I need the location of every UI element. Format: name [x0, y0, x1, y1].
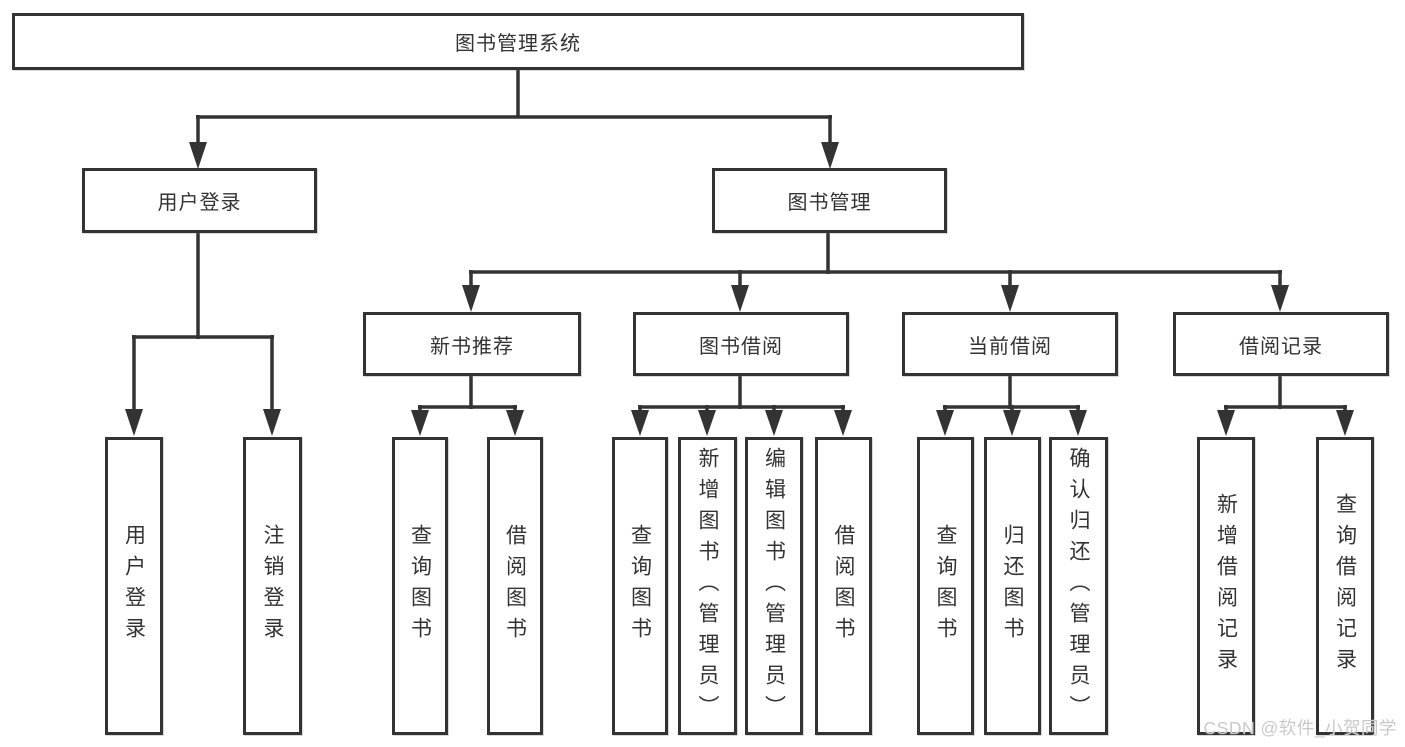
leaf-add-books-admin-label: 新增图书（管理员）: [696, 446, 719, 726]
leaf-query-books-borrow-label: 查询图书: [628, 524, 652, 648]
leaf-borrow-books-recommend-label: 借阅图书: [503, 524, 527, 648]
node-user-login-label: 用户登录: [157, 192, 242, 214]
leaf-query-borrow-record: 查询借阅记录: [1316, 437, 1374, 735]
node-book-management-label: 图书管理: [787, 192, 872, 214]
leaf-query-books-borrow: 查询图书: [612, 437, 668, 735]
leaf-borrow-books-recommend: 借阅图书: [487, 437, 543, 735]
leaf-confirm-return-admin-label: 确认归还（管理员）: [1067, 446, 1090, 726]
leaf-add-borrow-record-label: 新增借阅记录: [1214, 493, 1238, 679]
node-book-borrow-label: 图书借阅: [699, 335, 783, 358]
node-root: 图书管理系统: [12, 13, 1024, 70]
leaf-query-books-recommend-label: 查询图书: [408, 524, 432, 648]
leaf-confirm-return-admin: 确认归还（管理员）: [1049, 437, 1108, 735]
leaf-logout-label: 注销登录: [261, 524, 284, 648]
leaf-query-books-recommend: 查询图书: [392, 437, 448, 735]
leaf-edit-books-admin: 编辑图书（管理员）: [745, 437, 803, 735]
leaf-query-books-current-label: 查询图书: [934, 524, 957, 648]
leaf-user-login-label: 用户登录: [122, 524, 146, 648]
leaf-query-books-current: 查询图书: [917, 437, 974, 735]
node-new-book-recommend-label: 新书推荐: [430, 335, 514, 358]
node-user-login: 用户登录: [82, 168, 317, 233]
node-current-borrow: 当前借阅: [902, 312, 1118, 376]
leaf-borrow-books-label: 借阅图书: [832, 524, 855, 648]
leaf-edit-books-admin-label: 编辑图书（管理员）: [762, 446, 786, 726]
node-borrow-records-label: 借阅记录: [1239, 335, 1323, 358]
leaf-user-login: 用户登录: [105, 437, 163, 735]
leaf-borrow-books: 借阅图书: [815, 437, 872, 735]
leaf-return-books: 归还图书: [984, 437, 1041, 735]
leaf-logout: 注销登录: [243, 437, 302, 735]
node-book-borrow: 图书借阅: [633, 312, 849, 376]
leaf-add-books-admin: 新增图书（管理员）: [678, 437, 737, 735]
leaf-query-borrow-record-label: 查询借阅记录: [1333, 493, 1357, 679]
node-borrow-records: 借阅记录: [1173, 312, 1389, 376]
node-new-book-recommend: 新书推荐: [363, 312, 581, 376]
leaf-add-borrow-record: 新增借阅记录: [1197, 437, 1255, 735]
node-book-management: 图书管理: [712, 168, 947, 233]
leaf-return-books-label: 归还图书: [1001, 524, 1024, 648]
node-current-borrow-label: 当前借阅: [968, 335, 1052, 358]
csdn-watermark: CSDN @软件_小贺同学: [1203, 718, 1397, 738]
node-root-label: 图书管理系统: [455, 33, 581, 55]
